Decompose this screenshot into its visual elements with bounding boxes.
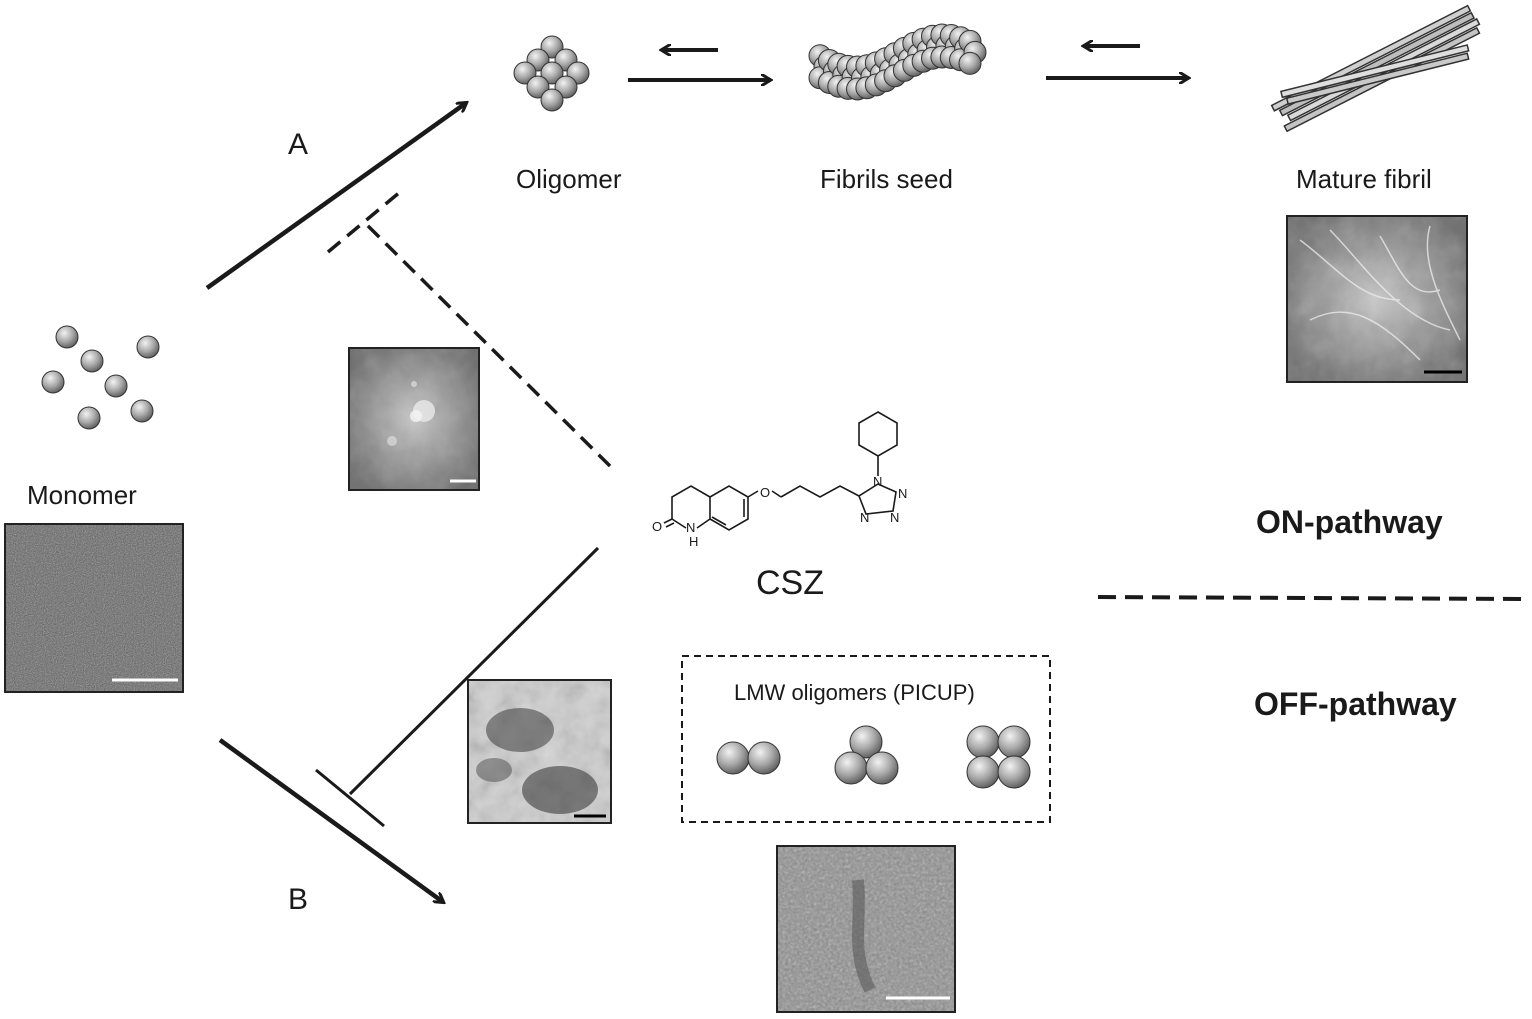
- equilibrium-arrow-oligomer-seed: [628, 50, 770, 80]
- atom-label: N: [873, 474, 882, 489]
- lmw-micrograph: [776, 845, 956, 1013]
- oligomer-cluster-icon: [513, 35, 590, 112]
- route-b-micrograph: [467, 679, 612, 824]
- csz-structure: [663, 411, 898, 531]
- mature-fibril-label: Mature fibril: [1296, 164, 1432, 194]
- atom-label: N: [860, 510, 869, 525]
- monomer-label: Monomer: [27, 480, 137, 510]
- equilibrium-arrow-seed-fibril: [1046, 46, 1188, 78]
- inhibition-dashed-line-a: [326, 190, 612, 468]
- mature-fibril-micrograph: [1286, 215, 1468, 383]
- fibril-seed-icon: [808, 23, 987, 101]
- route-b-arrow: [218, 738, 443, 902]
- monomer-micrograph: [4, 523, 184, 693]
- route-a-arrow: [205, 103, 466, 290]
- monomer-spheres-icon: [41, 325, 160, 430]
- atom-label: N: [898, 486, 907, 501]
- oligomer-label: Oligomer: [516, 164, 622, 194]
- atom-label: O: [652, 519, 662, 534]
- atom-label: H: [689, 534, 698, 549]
- tetramer-icon: [966, 725, 1031, 789]
- trimer-icon: [834, 725, 899, 785]
- fibrils-seed-label: Fibrils seed: [820, 164, 953, 194]
- lmw-oligomers-label: LMW oligomers (PICUP): [734, 680, 975, 705]
- inhibition-line-b: [315, 546, 600, 828]
- pathway-separator: [1097, 595, 1529, 601]
- mature-fibril-icon: [1270, 4, 1481, 133]
- route-a-micrograph: [348, 347, 480, 491]
- dimer-icon: [716, 741, 781, 775]
- compound-label: CSZ: [756, 564, 824, 602]
- route-a-label: A: [288, 128, 309, 161]
- atom-label: N: [890, 510, 899, 525]
- route-b-label: B: [288, 883, 309, 916]
- atom-label: N: [686, 520, 695, 535]
- lmw-oligomers-box: [681, 655, 1051, 823]
- atom-label: O: [760, 485, 770, 500]
- seed-bead: [958, 51, 982, 75]
- on-pathway-label: ON-pathway: [1256, 504, 1443, 540]
- csz-atom-labels: N N N N O N H O: [652, 474, 907, 549]
- off-pathway-label: OFF-pathway: [1254, 686, 1457, 722]
